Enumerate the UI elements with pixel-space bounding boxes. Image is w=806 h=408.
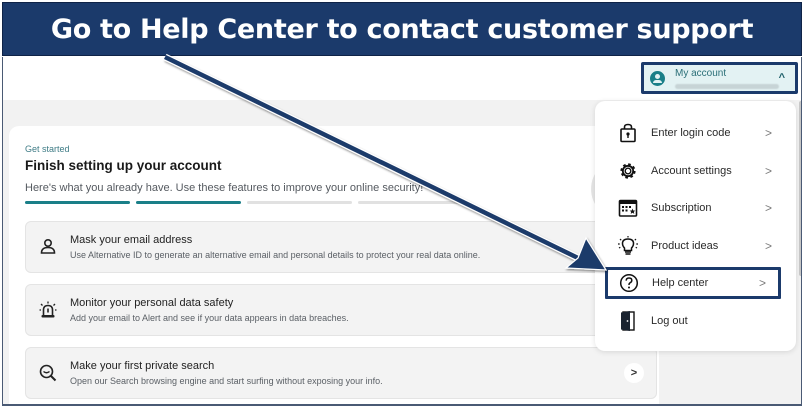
account-avatar-icon (650, 70, 665, 86)
progress-segment (136, 201, 241, 204)
private-search-icon (38, 363, 58, 383)
feature-monitor-data[interactable]: Monitor your personal data safety Add yo… (25, 284, 657, 336)
card-subtitle: Here's what you already have. Use these … (25, 182, 424, 194)
menu-item-label: Help center (652, 277, 709, 289)
menu-item-log-out[interactable]: Log out (607, 305, 784, 337)
chevron-right-icon: > (764, 164, 772, 178)
progress-bar (25, 201, 463, 204)
chevron-right-icon: > (764, 201, 772, 215)
onboarding-card: Get started Finish setting up your accou… (9, 126, 659, 404)
question-circle-icon (618, 272, 640, 294)
menu-item-product-ideas[interactable]: Product ideas > (607, 230, 784, 262)
feature-title: Monitor your personal data safety (70, 297, 234, 309)
menu-item-label: Enter login code (651, 127, 731, 139)
menu-item-label: Log out (651, 315, 688, 327)
progress-segment (247, 201, 352, 204)
door-exit-icon (617, 310, 639, 332)
person-icon (38, 237, 58, 257)
feature-description: Use Alternative ID to generate an altern… (70, 250, 481, 260)
feature-mask-email[interactable]: Mask your email address Use Alternative … (25, 221, 657, 273)
annotation-banner: Go to Help Center to contact customer su… (2, 2, 802, 56)
feature-description: Open our Search browsing engine and star… (70, 376, 383, 386)
chevron-right-button[interactable]: > (624, 363, 644, 383)
progress-segment (25, 201, 130, 204)
chevron-right-icon: > (758, 276, 766, 290)
banner-text: Go to Help Center to contact customer su… (50, 13, 754, 45)
my-account-button[interactable]: My account ^ (641, 62, 798, 94)
chevron-up-icon: ^ (778, 72, 785, 84)
feature-private-search[interactable]: Make your first private search Open our … (25, 347, 657, 399)
menu-item-enter-login-code[interactable]: Enter login code > (607, 117, 784, 149)
calendar-star-icon (617, 197, 639, 219)
account-dropdown-menu: Enter login code > Account settings > Su… (595, 101, 796, 351)
chevron-right-icon: > (764, 126, 772, 140)
menu-item-label: Account settings (651, 165, 732, 177)
menu-item-help-center[interactable]: Help center > (605, 267, 781, 299)
lightbulb-icon (617, 235, 639, 257)
menu-scrollbar[interactable] (799, 101, 801, 276)
alarm-icon (38, 300, 58, 320)
feature-title: Mask your email address (70, 234, 193, 246)
gear-icon (617, 160, 639, 182)
menu-item-label: Subscription (651, 202, 712, 214)
account-email-blurred (675, 83, 779, 89)
chevron-right-icon: > (764, 239, 772, 253)
account-label: My account (675, 67, 727, 79)
menu-item-label: Product ideas (651, 240, 719, 252)
feature-description: Add your email to Alert and see if your … (70, 313, 349, 323)
feature-title: Make your first private search (70, 360, 215, 372)
menu-item-subscription[interactable]: Subscription > (607, 192, 784, 224)
menu-item-account-settings[interactable]: Account settings > (607, 155, 784, 187)
lock-icon (617, 122, 639, 144)
eyebrow-label: Get started (25, 144, 70, 154)
progress-segment (358, 201, 463, 204)
card-title: Finish setting up your account (25, 158, 222, 173)
